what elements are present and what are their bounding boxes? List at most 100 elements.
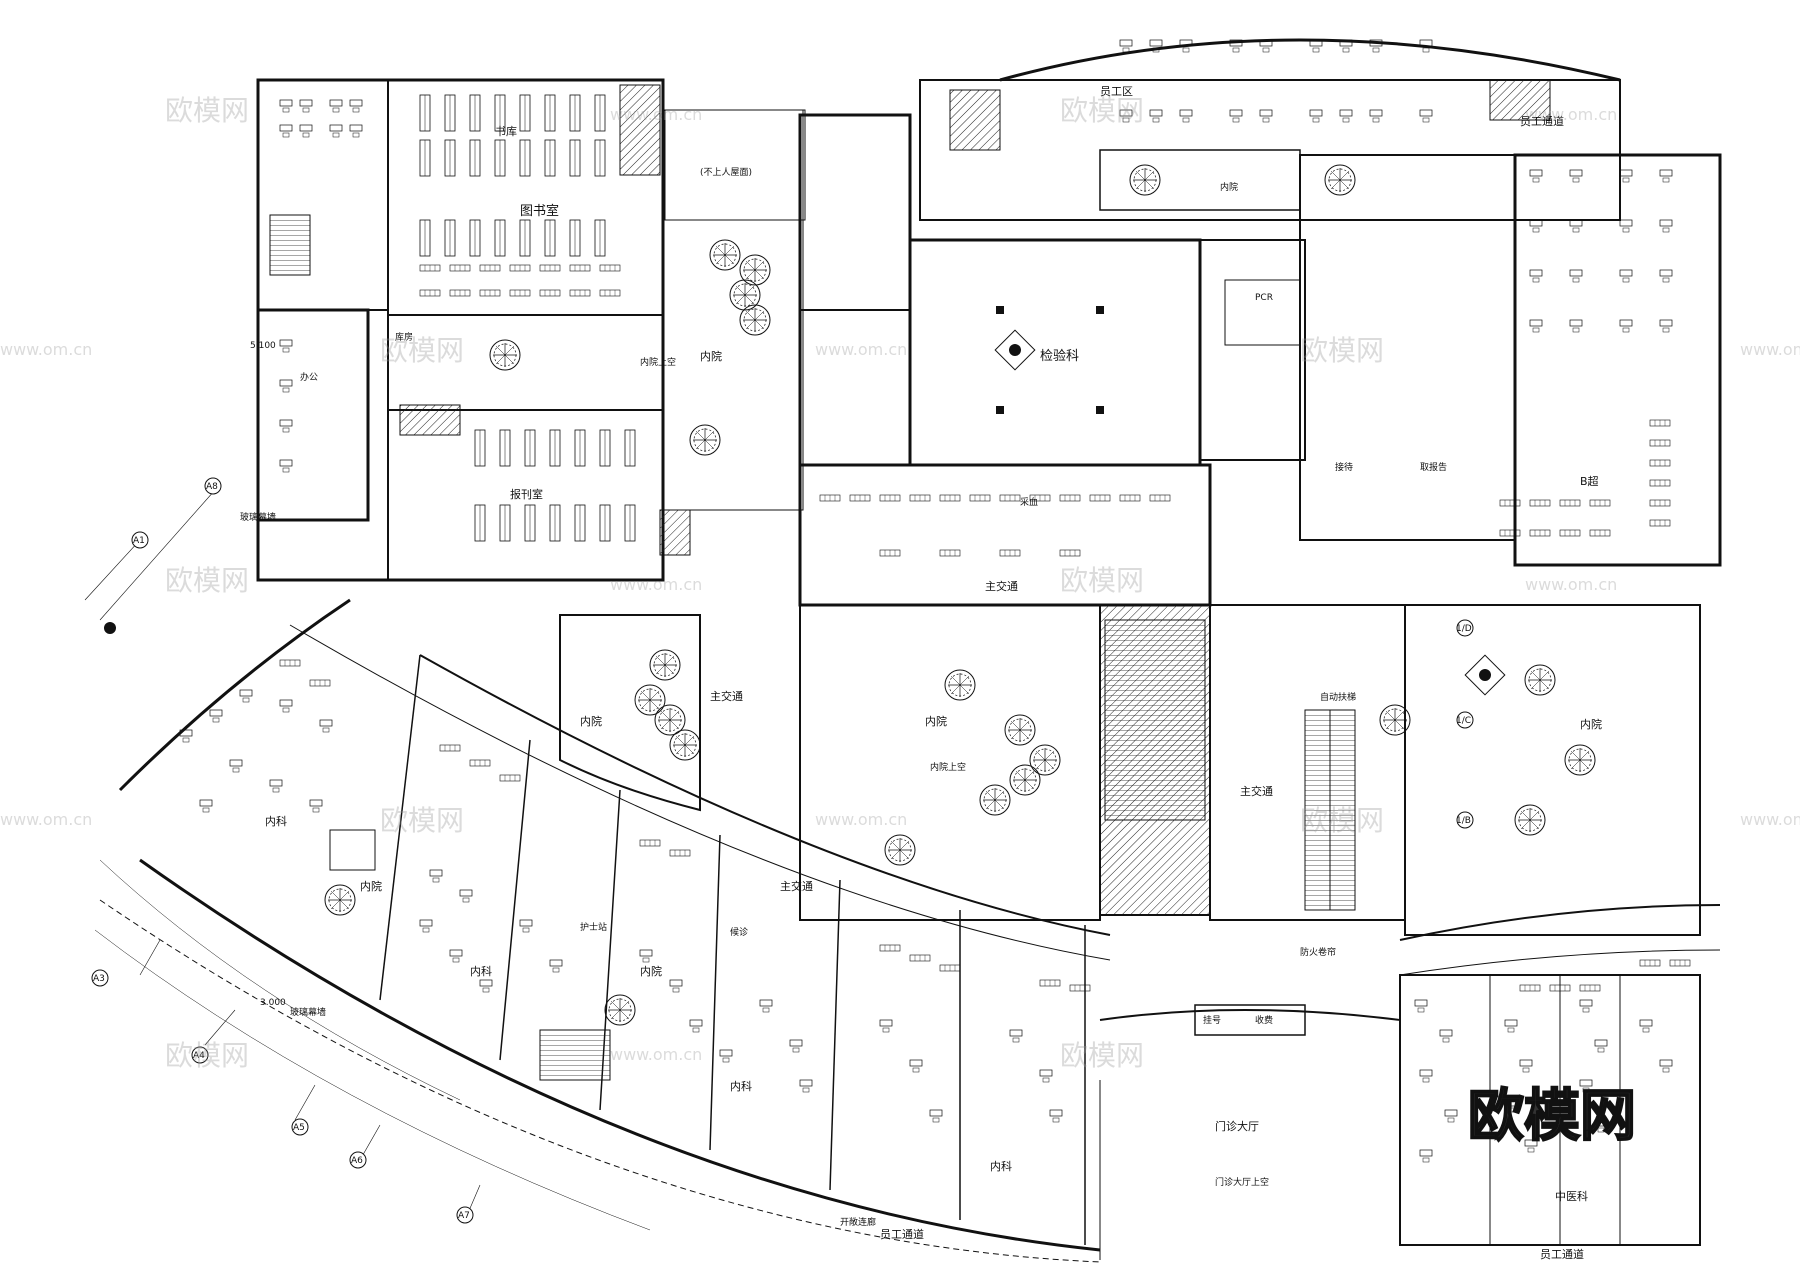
tcm-label: 中医科 — [1555, 1189, 1588, 1203]
watermark-brand-7: 欧模网 — [380, 804, 464, 837]
nurse-station-label: 护士站 — [580, 921, 607, 933]
lobby-block — [1099, 1004, 1401, 1260]
fire-shutter-label: 防火卷帘 — [1300, 946, 1336, 958]
watermark-url-7: www.om.cn — [1525, 575, 1617, 594]
watermarks: 欧模网 www.om.cn 欧模网 www.om.cn www.om.cn 欧模… — [0, 94, 1800, 1150]
periodicals-label: 报刊室 — [510, 487, 543, 501]
lab-block — [798, 113, 1306, 607]
axis-bubble-a1: A1 — [131, 531, 149, 549]
reception-label: 接待 — [1335, 461, 1353, 473]
watermark-url-2: www.om.cn — [1525, 105, 1617, 124]
southwest-wing — [99, 598, 1111, 1263]
axis-grid — [84, 489, 651, 1231]
svg-text:1/D: 1/D — [1456, 624, 1472, 634]
staff-corridor-label-ne: 员工通道 — [1520, 114, 1564, 128]
elevation-3000: 3.000 — [260, 998, 286, 1008]
pickup-label: 取报告 — [1420, 461, 1447, 473]
register-label: 挂号 — [1203, 1014, 1221, 1026]
office-label-w: 办公 — [300, 371, 318, 383]
lobby-label: 门诊大厅 — [1215, 1119, 1259, 1133]
courtyard-label-sw2: 内院 — [640, 964, 662, 978]
wait-label: 候诊 — [730, 926, 748, 938]
axis-bubble-c2: 1/C — [1456, 711, 1474, 729]
book-area-label: 书库 — [495, 125, 517, 138]
axis-bubble-a3: A3 — [91, 969, 109, 987]
b-zone-label: B超 — [1580, 474, 1599, 488]
axis-bubble-a6: A6 — [349, 1151, 367, 1169]
watermark-brand-6: 欧模网 — [1060, 564, 1144, 597]
outdoor-corridor-label: 开敞连廊 — [840, 1216, 876, 1228]
staff-area-label: 员工区 — [1100, 85, 1133, 98]
library-shelves — [419, 94, 636, 542]
svg-text:1/C: 1/C — [1456, 716, 1471, 726]
escalator-label: 自动扶梯 — [1320, 691, 1356, 703]
glass-curtain-label-s: 玻璃幕墙 — [290, 1006, 326, 1018]
watermark-url-11: www.om.cn — [610, 1045, 702, 1064]
watermark-url-8: www.om.cn — [0, 810, 92, 829]
axis-bubble-a5: A5 — [291, 1118, 309, 1136]
internal-med-label-3: 内科 — [730, 1079, 752, 1093]
main-corridor-label-n: 主交通 — [985, 579, 1018, 593]
watermark-brand-4: 欧模网 — [1300, 334, 1384, 367]
watermark-url-5: www.om.cn — [1740, 340, 1800, 359]
axis-bubble-a4: A4 — [191, 1046, 209, 1064]
svg-text:A6: A6 — [351, 1156, 363, 1166]
svg-text:A8: A8 — [206, 482, 218, 492]
watermark-brand-5: 欧模网 — [165, 564, 249, 597]
courtyard-label-e: 内院 — [1580, 717, 1602, 731]
internal-med-label-2: 内科 — [470, 964, 492, 978]
lab-label: 检验科 — [1040, 348, 1079, 364]
staff-corridor-label-s: 员工通道 — [880, 1227, 924, 1241]
staff-corridor-label-se: 员工通道 — [1540, 1247, 1584, 1261]
courtyards-center — [559, 604, 1701, 936]
watermark-url-4: www.om.cn — [815, 340, 907, 359]
watermark-brand-2: 欧模网 — [1060, 94, 1144, 127]
library-block — [256, 78, 806, 582]
watermark-brand-8: 欧模网 — [1300, 804, 1384, 837]
watermark-url-9: www.om.cn — [815, 810, 907, 829]
lab-bench-rows — [819, 494, 1171, 557]
main-corridor-label-sw: 主交通 — [780, 879, 813, 893]
svg-text:A1: A1 — [133, 536, 145, 546]
watermark-url-10: www.om.cn — [1740, 810, 1800, 829]
pharmacy-label: 收费 — [1255, 1014, 1273, 1026]
internal-med-label-4: 内科 — [990, 1159, 1012, 1173]
courtyard-label-n: 内院 — [700, 349, 722, 363]
glass-curtain-label: 玻璃幕墙 — [240, 511, 276, 523]
courtyard-label-c: 内院 — [925, 714, 947, 728]
courtyard-open-label-n: 内院上空 — [640, 356, 676, 368]
svg-text:A4: A4 — [193, 1051, 205, 1061]
lobby-open-label: 门诊大厅上空 — [1215, 1176, 1269, 1188]
storage-label-w: 库房 — [395, 331, 413, 343]
watermark-url-1: www.om.cn — [610, 105, 702, 124]
watermark-brand-10: 欧模网 — [1060, 1039, 1144, 1072]
internal-med-label-1: 内科 — [265, 814, 287, 828]
southeast-wing — [1399, 904, 1721, 1246]
watermark-url-3: www.om.cn — [0, 340, 92, 359]
watermark-corner-brand: 欧模网 — [1468, 1084, 1636, 1149]
courtyard-label-sw: 内院 — [360, 879, 382, 893]
blood-label: 采血 — [1020, 496, 1038, 508]
axis-bubble-a8: A8 — [204, 477, 222, 495]
watermark-url-6: www.om.cn — [610, 575, 702, 594]
library-label: 图书室 — [520, 203, 559, 219]
axis-bubble-a7: A7 — [456, 1206, 474, 1224]
courtyard-open-label-ne: 内院 — [1220, 181, 1238, 193]
staff-block — [919, 38, 1722, 567]
courtyard-label-w: 内院 — [580, 714, 602, 728]
svg-text:A3: A3 — [93, 974, 105, 984]
watermark-brand-3: 欧模网 — [380, 334, 464, 367]
watermark-brand-9: 欧模网 — [165, 1039, 249, 1072]
pcr-label: PCR — [1255, 293, 1273, 303]
svg-text:A7: A7 — [458, 1211, 470, 1221]
axis-bubble-c3: 1/B — [1456, 811, 1474, 829]
courtyard-open-label-c: 内院上空 — [930, 761, 966, 773]
svg-text:1/B: 1/B — [1456, 816, 1471, 826]
svg-text:A5: A5 — [293, 1123, 305, 1133]
main-corridor-label-w: 主交通 — [710, 689, 743, 703]
elevation-5100: 5.100 — [250, 341, 276, 351]
watermark-brand-1: 欧模网 — [165, 94, 249, 127]
not-accessible-roof: (不上人屋面) — [700, 167, 752, 178]
main-corridor-label-c: 主交通 — [1240, 784, 1273, 798]
